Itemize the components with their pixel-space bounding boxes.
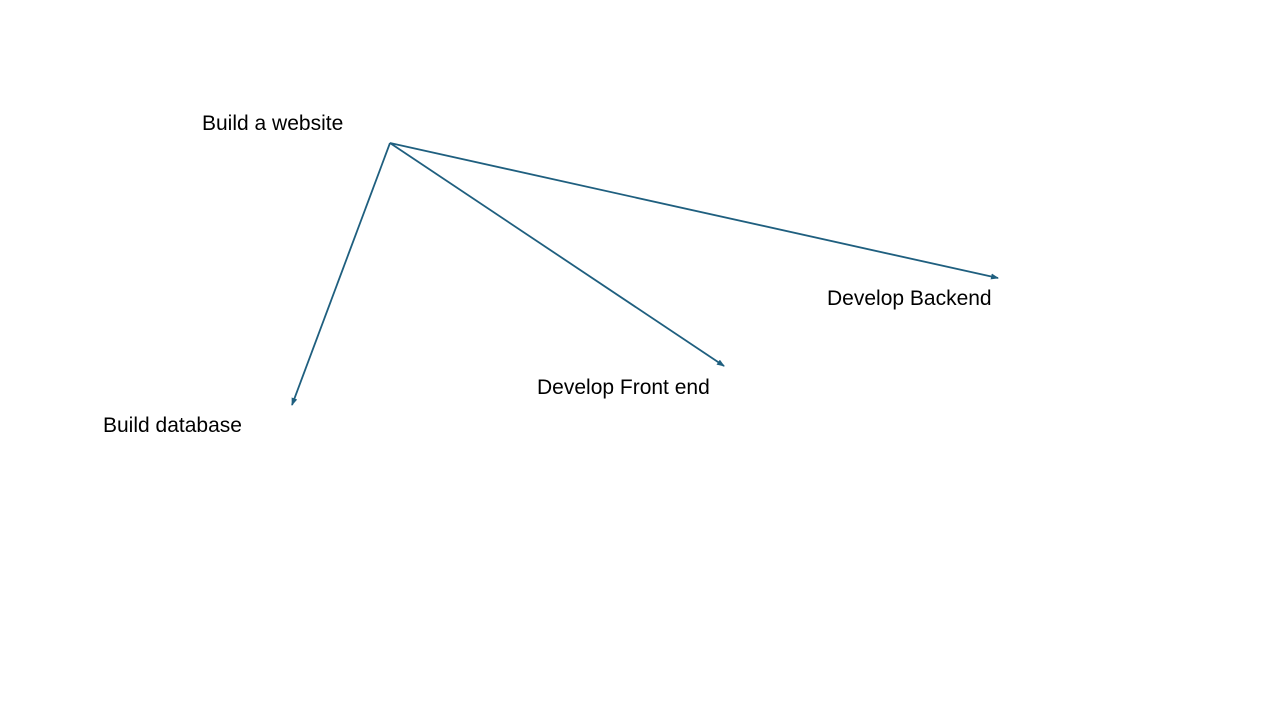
- arrow-to-build-database: [291, 142, 391, 406]
- arrow-to-develop-backend: [389, 142, 999, 280]
- child-node-build-database: Build database: [103, 414, 242, 437]
- arrow-to-develop-front-end: [389, 142, 725, 367]
- root-node-label: Build a website: [202, 112, 344, 135]
- child-node-develop-front-end: Develop Front end: [537, 376, 710, 399]
- child-node-develop-backend: Develop Backend: [827, 287, 992, 310]
